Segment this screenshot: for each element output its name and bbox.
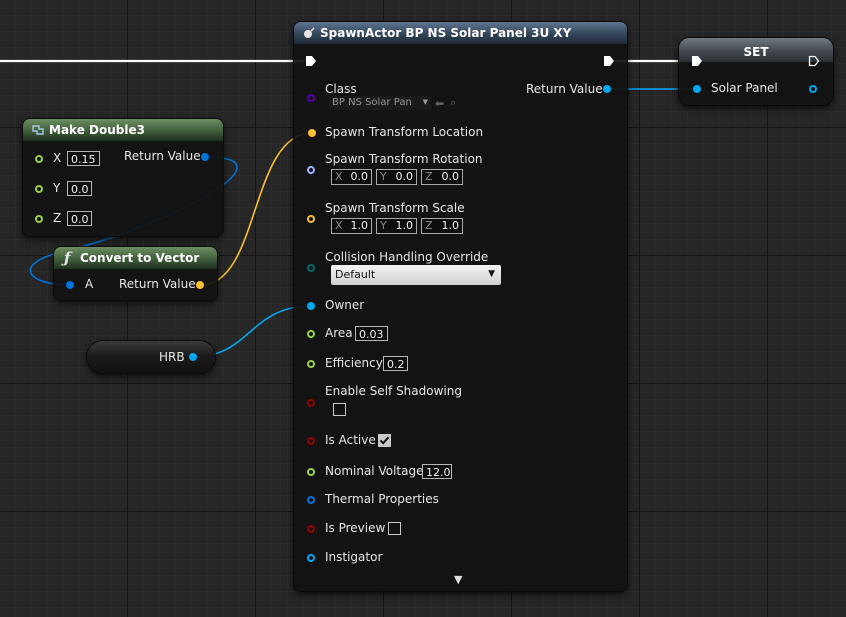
is-preview-checkbox[interactable] [388, 522, 401, 535]
collision-value: Default [335, 268, 376, 281]
scale-pin[interactable] [307, 215, 315, 223]
is-active-pin[interactable] [307, 437, 315, 445]
vector-to-location-wire [200, 132, 313, 286]
expand-arrow-icon[interactable]: ▼ [454, 573, 463, 586]
browse-search-icon[interactable]: ⌕ [450, 96, 457, 109]
chevron-down-icon: ▼ [488, 269, 495, 279]
y-label: Y [53, 181, 61, 195]
y-value-field[interactable]: 0.0 [67, 181, 92, 196]
use-selected-icon[interactable]: ⬅ [435, 97, 445, 110]
checkmark-icon [379, 436, 390, 445]
x-label: X [53, 151, 62, 165]
spawn-actor-header[interactable]: SpawnActor BP NS Solar Panel 3U XY [294, 22, 627, 44]
return-value-label: Return Value [526, 82, 603, 96]
thermal-label: Thermal Properties [325, 492, 439, 506]
solar-panel-label: Solar Panel [711, 81, 778, 95]
spawn-return-pin[interactable] [603, 85, 611, 93]
area-pin[interactable] [307, 330, 315, 338]
class-label: Class [325, 82, 357, 96]
solar-panel-input-pin[interactable] [693, 85, 701, 93]
class-pin[interactable] [307, 94, 315, 102]
self-shadow-checkbox[interactable] [333, 403, 346, 416]
instigator-pin[interactable] [307, 554, 315, 562]
convert-title: Convert to Vector [80, 251, 200, 265]
make-double3-title: Make Double3 [49, 123, 145, 137]
instigator-label: Instigator [325, 550, 383, 564]
double3-to-convert-wire [29, 156, 238, 286]
x-input-pin[interactable] [35, 155, 43, 163]
area-value-field[interactable]: 0.03 [355, 326, 388, 341]
is-active-label: Is Active [325, 433, 376, 447]
is-preview-pin[interactable] [307, 525, 315, 533]
location-pin[interactable] [308, 129, 316, 137]
spawn-actor-title: SpawnActor BP NS Solar Panel 3U XY [320, 26, 572, 40]
set-header[interactable]: SET [679, 38, 833, 62]
spawn-actor-icon [304, 27, 315, 38]
set-title: SET [743, 45, 769, 59]
area-label: Area [325, 326, 353, 340]
is-active-checkbox[interactable] [378, 434, 391, 447]
hrb-output-pin[interactable] [189, 353, 197, 361]
exec-in-pin[interactable] [305, 55, 317, 67]
efficiency-value-field[interactable]: 0.2 [383, 356, 408, 371]
z-input-pin[interactable] [35, 215, 43, 223]
convert-header[interactable]: ƒ Convert to Vector [54, 247, 217, 269]
function-icon: ƒ [64, 249, 71, 267]
double3-return-pin[interactable] [201, 153, 209, 161]
y-input-pin[interactable] [35, 185, 43, 193]
efficiency-pin[interactable] [307, 360, 315, 368]
vector-return-pin[interactable] [196, 281, 204, 289]
make-struct-icon [32, 125, 44, 135]
solar-panel-output-pin[interactable] [809, 85, 817, 93]
double3-return-label: Return Value [124, 149, 201, 163]
voltage-value-field[interactable]: 12.0 [422, 464, 452, 479]
voltage-label: Nominal Voltage [325, 464, 424, 478]
set-variable-node[interactable]: SET Solar Panel [679, 38, 833, 105]
owner-label: Owner [325, 298, 365, 312]
convert-to-vector-node[interactable]: ƒ Convert to Vector A Return Value [54, 247, 217, 300]
convert-return-label: Return Value [119, 277, 196, 291]
z-label: Z [53, 211, 62, 225]
rotation-label: Spawn Transform Rotation [325, 152, 483, 166]
spawn-actor-node[interactable]: SpawnActor BP NS Solar Panel 3U XY Class… [294, 22, 627, 591]
location-label: Spawn Transform Location [325, 125, 484, 139]
exec-out-pin[interactable] [603, 55, 615, 67]
z-value-field[interactable]: 0.0 [67, 211, 92, 226]
make-double3-header[interactable]: Make Double3 [23, 119, 223, 141]
hrb-label: HRB [159, 350, 185, 364]
a-input-pin[interactable] [66, 281, 74, 289]
hrb-variable-node[interactable]: HRB [87, 341, 215, 373]
voltage-pin[interactable] [307, 468, 315, 476]
collision-label: Collision Handling Override [325, 250, 489, 264]
thermal-pin[interactable] [307, 496, 315, 504]
is-preview-label: Is Preview [325, 521, 386, 535]
a-label: A [85, 277, 94, 291]
x-value-field[interactable]: 0.15 [67, 151, 100, 166]
make-double3-node[interactable]: Make Double3 X 0.15 Return Value Y 0.0 Z… [23, 119, 223, 236]
self-shadow-label: Enable Self Shadowing [325, 384, 462, 398]
self-shadow-pin[interactable] [307, 399, 315, 407]
collision-pin[interactable] [307, 264, 315, 272]
scale-label: Spawn Transform Scale [325, 201, 465, 215]
class-dropdown[interactable]: BP NS Solar Pan ▼ [329, 96, 431, 110]
rotation-pin[interactable] [307, 166, 315, 174]
set-exec-in-pin[interactable] [691, 55, 703, 67]
efficiency-label: Efficiency [325, 356, 383, 370]
collision-dropdown[interactable]: Default ▼ [331, 265, 501, 285]
class-value: BP NS Solar Pan [332, 97, 412, 108]
set-exec-out-pin[interactable] [808, 55, 820, 67]
chevron-down-icon: ▼ [422, 98, 428, 106]
owner-pin[interactable] [307, 302, 315, 310]
